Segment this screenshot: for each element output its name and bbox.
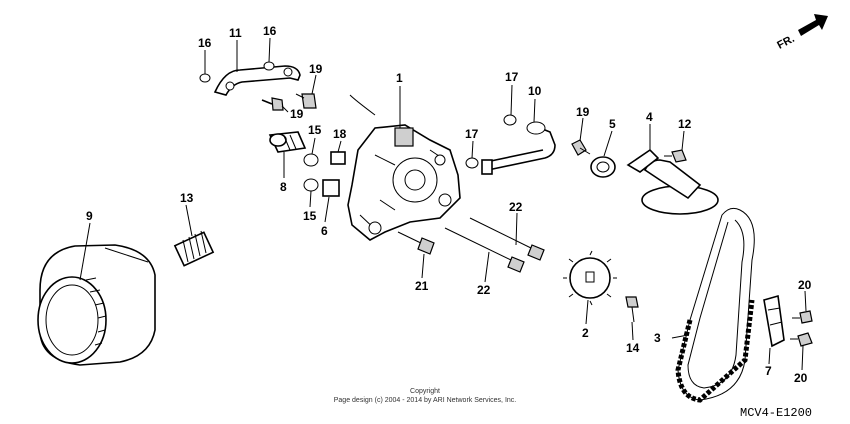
callout-21: 21 — [415, 279, 429, 293]
washer-16b[interactable] — [263, 61, 275, 71]
bolt-12[interactable] — [664, 149, 687, 163]
callout-5: 5 — [609, 117, 616, 131]
callout-16b: 16 — [263, 24, 277, 38]
callout-9: 9 — [86, 209, 93, 223]
bolt-19c[interactable] — [571, 139, 591, 156]
direction-label: FR. — [775, 33, 796, 52]
callout-20b: 20 — [794, 371, 808, 385]
oil-pump-assembly[interactable] — [347, 94, 461, 241]
callout-15a: 15 — [308, 123, 322, 137]
oil-strainer-screen[interactable] — [268, 131, 307, 153]
callout-17b: 17 — [465, 127, 479, 141]
callout-7: 7 — [765, 364, 772, 378]
bolt-19b[interactable] — [295, 93, 317, 109]
callout-10: 10 — [528, 84, 542, 98]
leader-lines — [79, 37, 807, 371]
callout-19a: 19 — [309, 62, 323, 76]
dowel-pin-18[interactable] — [330, 151, 346, 165]
oil-pipe[interactable] — [481, 121, 556, 175]
washer-17b[interactable] — [465, 157, 479, 169]
bolt-20a[interactable] — [792, 310, 813, 324]
callout-19b: 19 — [290, 107, 304, 121]
oil-strainer[interactable] — [626, 148, 719, 215]
oil-seal-collar[interactable] — [590, 156, 616, 178]
bolt-22a[interactable] — [469, 217, 545, 261]
copyright-line-2: Page design (c) 2004 - 2014 by ARI Netwo… — [334, 397, 517, 404]
chain-guide[interactable] — [763, 294, 785, 348]
callout-20a: 20 — [798, 278, 812, 292]
callout-6: 6 — [321, 224, 328, 238]
callout-2: 2 — [582, 326, 589, 340]
washer-17a[interactable] — [503, 114, 517, 126]
oil-pipe-bracket[interactable] — [213, 65, 301, 96]
o-ring-15a[interactable] — [303, 153, 319, 167]
copyright-line-1: Copyright — [410, 388, 440, 395]
bolt-14[interactable] — [625, 296, 639, 323]
callout-labels: 1 2 3 4 5 6 7 8 9 10 11 12 13 14 15 15 1… — [86, 24, 812, 385]
callout-13: 13 — [180, 191, 194, 205]
callout-12: 12 — [678, 117, 692, 131]
callout-22b: 22 — [477, 283, 491, 297]
dowel-pin-6[interactable] — [322, 179, 340, 197]
callout-1: 1 — [396, 71, 403, 85]
callout-22a: 22 — [509, 200, 523, 214]
callout-8: 8 — [280, 180, 287, 194]
oil-filter-bolt[interactable] — [173, 230, 215, 267]
oil-filter[interactable] — [37, 244, 156, 366]
callout-17a: 17 — [505, 70, 519, 84]
o-ring-15b[interactable] — [303, 178, 319, 192]
drive-chain[interactable] — [675, 207, 755, 403]
washer-16a[interactable] — [199, 73, 211, 83]
bolt-21[interactable] — [397, 231, 435, 255]
callout-11: 11 — [229, 26, 242, 40]
bolt-19a[interactable] — [261, 97, 284, 111]
callout-3: 3 — [654, 331, 661, 345]
bolt-20b[interactable] — [790, 332, 813, 347]
callout-16a: 16 — [198, 36, 212, 50]
callout-15b: 15 — [303, 209, 317, 223]
callout-4: 4 — [646, 110, 653, 124]
bolt-22b[interactable] — [444, 227, 525, 273]
diagram-code: MCV4-E1200 — [740, 406, 812, 420]
front-direction-arrow: FR. — [775, 14, 828, 52]
callout-18: 18 — [333, 127, 347, 141]
oil-pump-sprocket[interactable] — [563, 250, 617, 306]
callout-19c: 19 — [576, 105, 590, 119]
callout-14: 14 — [626, 341, 640, 355]
